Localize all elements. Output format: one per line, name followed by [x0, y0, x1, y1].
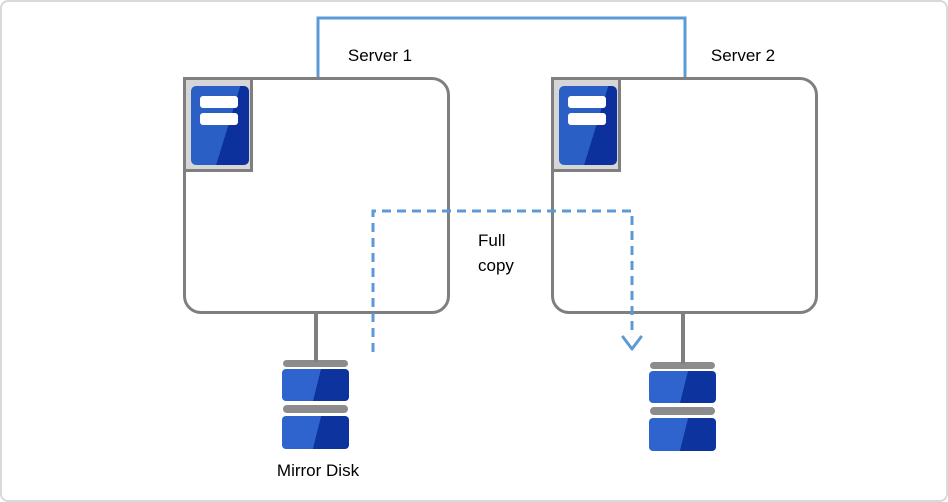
server-tower-icon	[191, 86, 249, 165]
disk-platter-icon	[649, 371, 716, 403]
disk-platter-icon	[282, 416, 349, 449]
disk-cap-icon	[283, 360, 348, 367]
arrow-head-icon	[621, 335, 643, 351]
server-drive-slot-icon	[200, 113, 238, 125]
server1-label: Server 1	[347, 46, 413, 65]
server-drive-slot-icon	[568, 113, 606, 125]
full-copy-annotation: Full copy	[478, 231, 514, 275]
disk-platter-icon	[282, 369, 349, 401]
server1-server-icon	[183, 77, 253, 172]
disk-platter-icon	[649, 418, 716, 451]
disk-cap-icon	[283, 405, 348, 413]
server-tower-icon	[559, 86, 617, 165]
mirror-disk-icon	[282, 360, 349, 449]
server-drive-slot-icon	[568, 96, 606, 108]
server2-disk-icon	[649, 362, 716, 451]
server2-label: Server 2	[710, 46, 776, 65]
server2-server-icon	[551, 77, 621, 172]
disk-cap-icon	[650, 362, 715, 369]
server-drive-slot-icon	[200, 96, 238, 108]
mirror-disk-label: Mirror Disk	[276, 461, 360, 480]
disk-cap-icon	[650, 407, 715, 415]
